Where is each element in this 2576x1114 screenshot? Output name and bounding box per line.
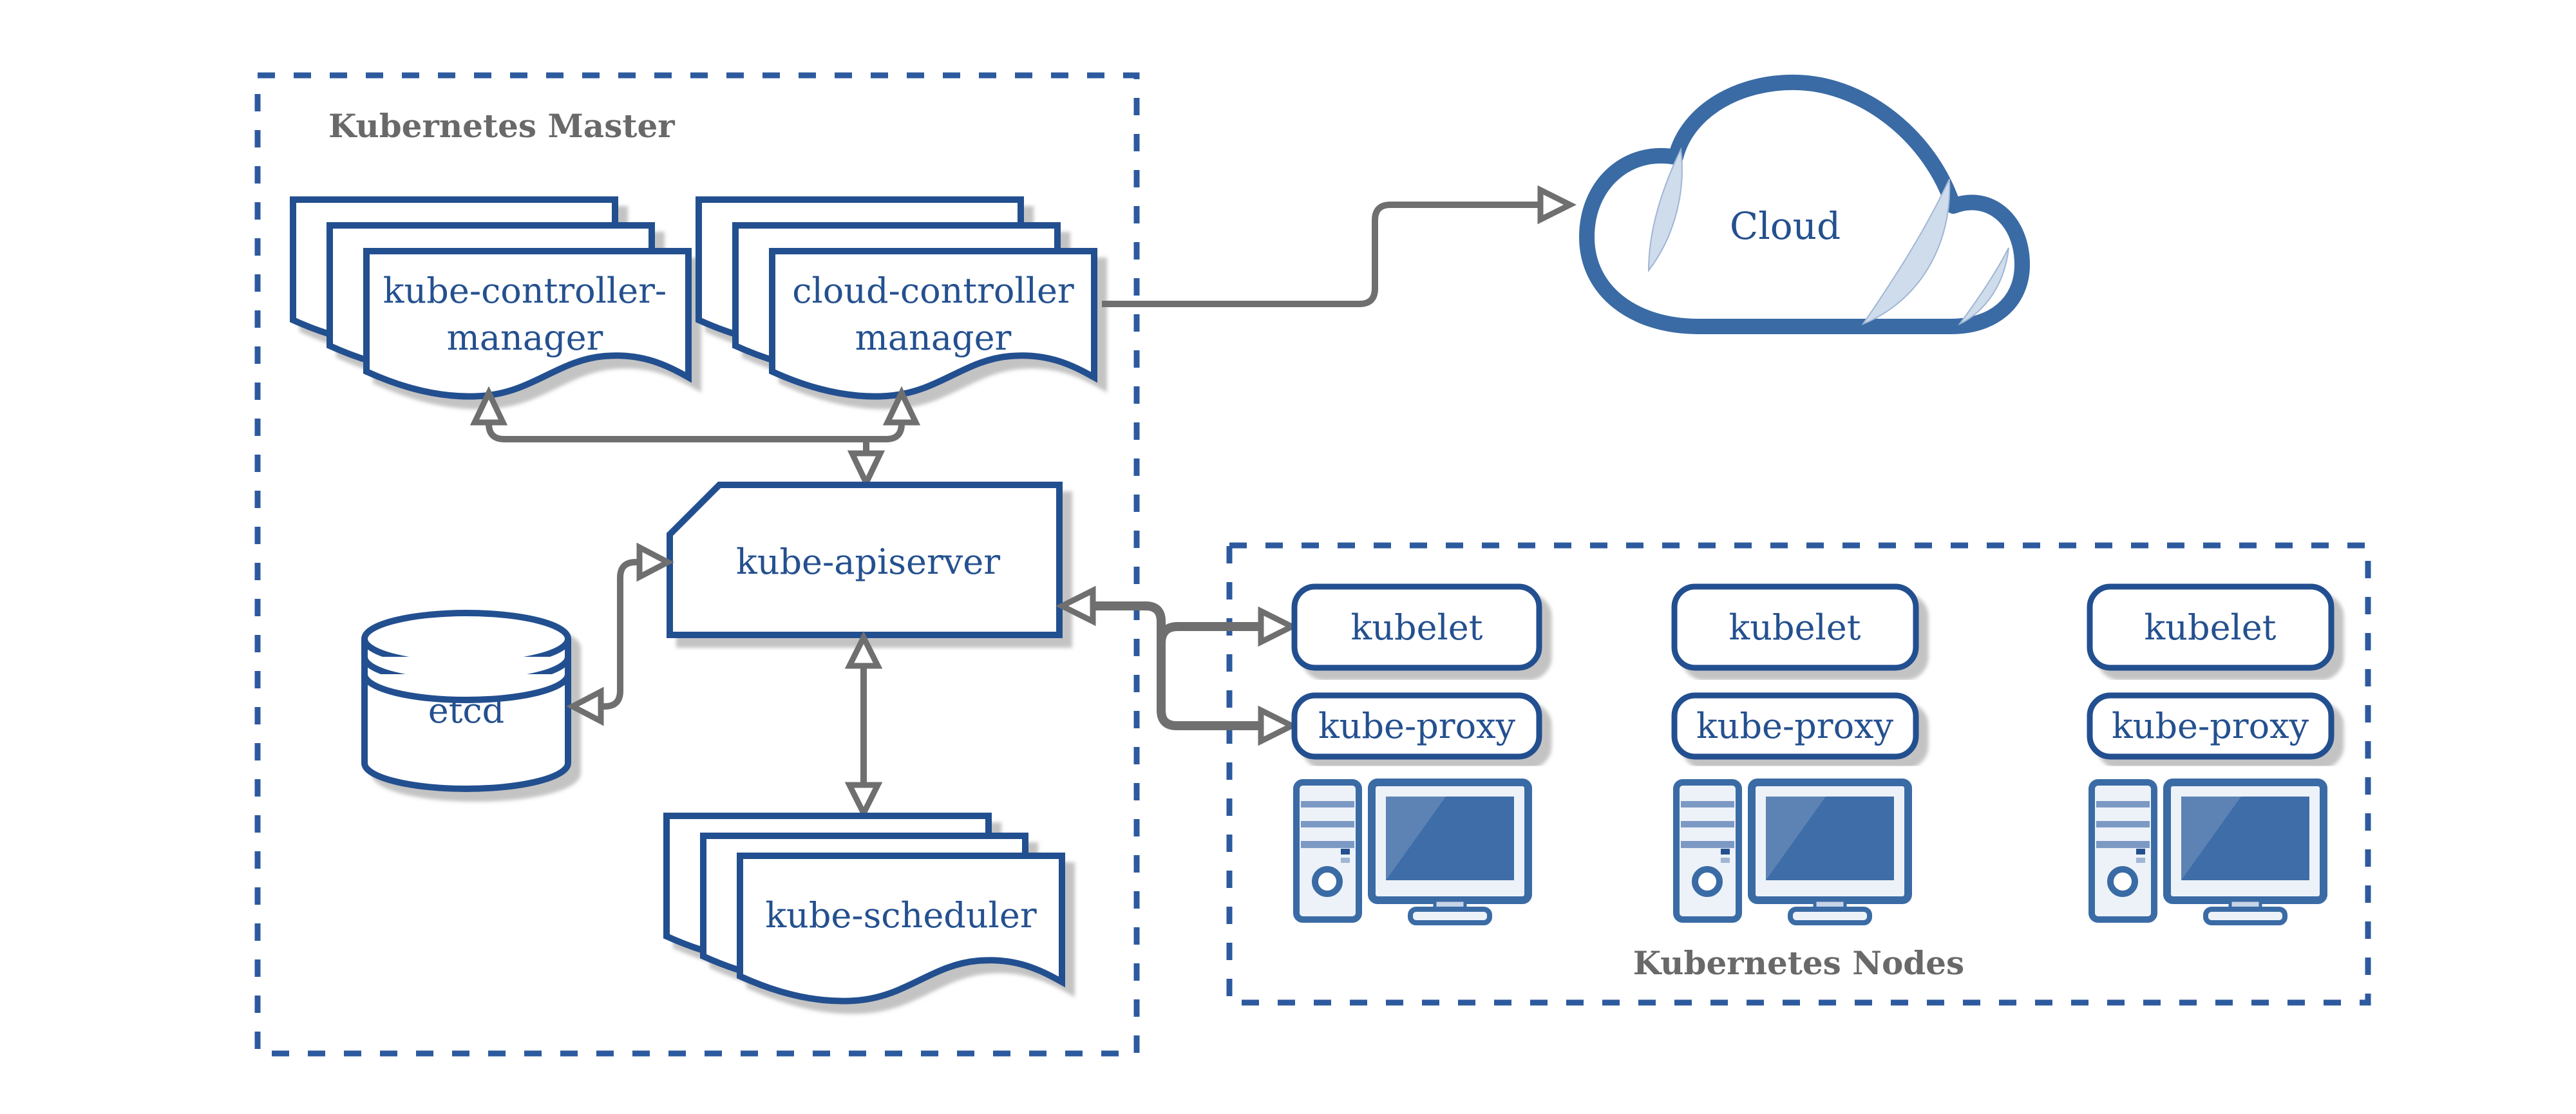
kubernetes-nodes-box <box>1226 542 2371 1006</box>
etcd-apiserver-connector <box>566 542 674 726</box>
cloud-label: Cloud <box>1730 204 1841 248</box>
kubernetes-master-box <box>254 72 1140 1057</box>
kubernetes-nodes-label: Kubernetes Nodes <box>1633 944 1964 982</box>
kube-controller-manager-label-line2: manager <box>447 317 603 358</box>
cloud-highlight-left <box>1647 147 1683 272</box>
kube-proxy-label-2: kube-proxy <box>1696 706 1894 746</box>
kubelet-label-3: kubelet <box>2145 607 2277 648</box>
kube-proxy-box-2 <box>1671 692 1919 760</box>
kube-scheduler-label: kube-scheduler <box>765 895 1037 936</box>
kube-proxy-label-1: kube-proxy <box>1318 706 1516 746</box>
kube-apiserver-label: kube-apiserver <box>736 542 1000 582</box>
kube-proxy-box-3 <box>2087 692 2334 760</box>
kubelet-label-1: kubelet <box>1351 607 1483 648</box>
cloud-highlight-middle <box>1861 178 1951 326</box>
kubelet-box-3 <box>2087 583 2334 671</box>
kube-proxy-label-3: kube-proxy <box>2112 706 2309 746</box>
apiserver-scheduler-connector <box>844 630 883 820</box>
controllers-apiserver-connector <box>469 386 921 490</box>
kubelet-label-2: kubelet <box>1729 607 1861 648</box>
cloud-shape <box>1579 74 2031 334</box>
kube-proxy-box-1 <box>1291 692 1542 760</box>
etcd-shape <box>361 610 571 792</box>
apiserver-nodes-connector <box>1055 585 1299 746</box>
node-1: kubelet kube-proxy <box>1291 583 1542 923</box>
cloud-controller-to-cloud-connector <box>1102 185 1577 307</box>
cloud-controller-manager-label-line1: cloud-controller <box>792 270 1074 311</box>
kube-controller-manager-label-line1: kube-controller- <box>383 270 667 311</box>
etcd-label: etcd <box>428 690 504 731</box>
kubelet-box-1 <box>1291 583 1542 671</box>
node-3: kubelet kube-proxy <box>2087 583 2334 923</box>
node-2: kubelet kube-proxy <box>1671 583 1919 923</box>
kubernetes-master-label: Kubernetes Master <box>328 107 675 145</box>
kubelet-box-2 <box>1671 583 1919 671</box>
cloud-controller-manager-label-line2: manager <box>855 317 1012 358</box>
cloud-highlight-right <box>1957 247 2009 326</box>
